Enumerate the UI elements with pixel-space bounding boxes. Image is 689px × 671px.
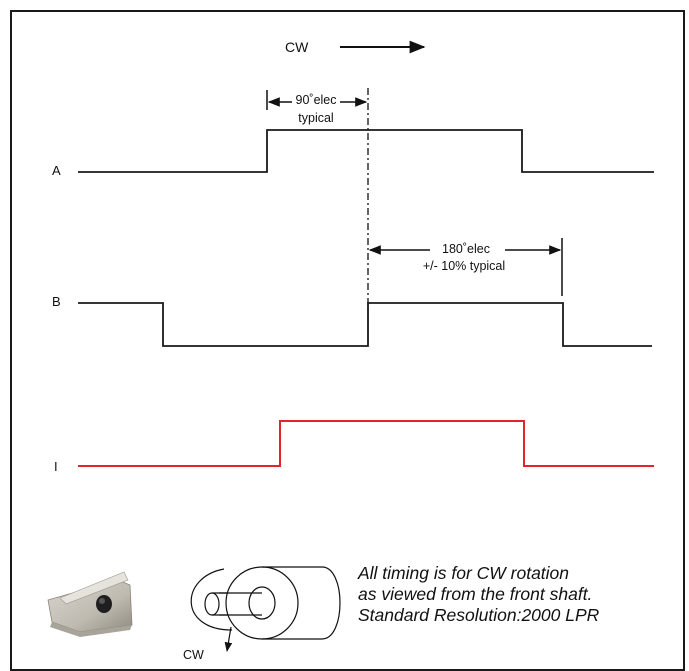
signal-b-label: B: [52, 294, 61, 309]
note-line-3: Standard Resolution:2000 LPR: [358, 605, 600, 625]
signal-b-waveform: [78, 302, 652, 347]
rotation-arc: [190, 568, 233, 631]
signal-i-waveform: [78, 420, 654, 467]
signal-i-label: I: [54, 459, 58, 474]
shaft-sketch: [190, 566, 341, 652]
rotation-arrow: [224, 626, 233, 652]
width-label: 180˚elec: [442, 242, 490, 256]
phase-label: 90˚elec: [296, 93, 337, 107]
note-line-1: All timing is for CW rotation: [358, 563, 570, 583]
width-label-typical: +/- 10% typical: [423, 259, 505, 273]
diagram-frame: [10, 10, 685, 671]
signal-a-waveform: [78, 129, 654, 173]
direction-label: CW: [285, 39, 309, 55]
phase-label-typical: typical: [298, 111, 333, 125]
timing-note: All timing is for CW rotation as viewed …: [358, 563, 678, 626]
shaft-rotation-label: CW: [183, 648, 204, 662]
note-line-2: as viewed from the front shaft.: [358, 584, 593, 604]
encoder-photo: [47, 571, 133, 637]
signal-a-label: A: [52, 163, 61, 178]
